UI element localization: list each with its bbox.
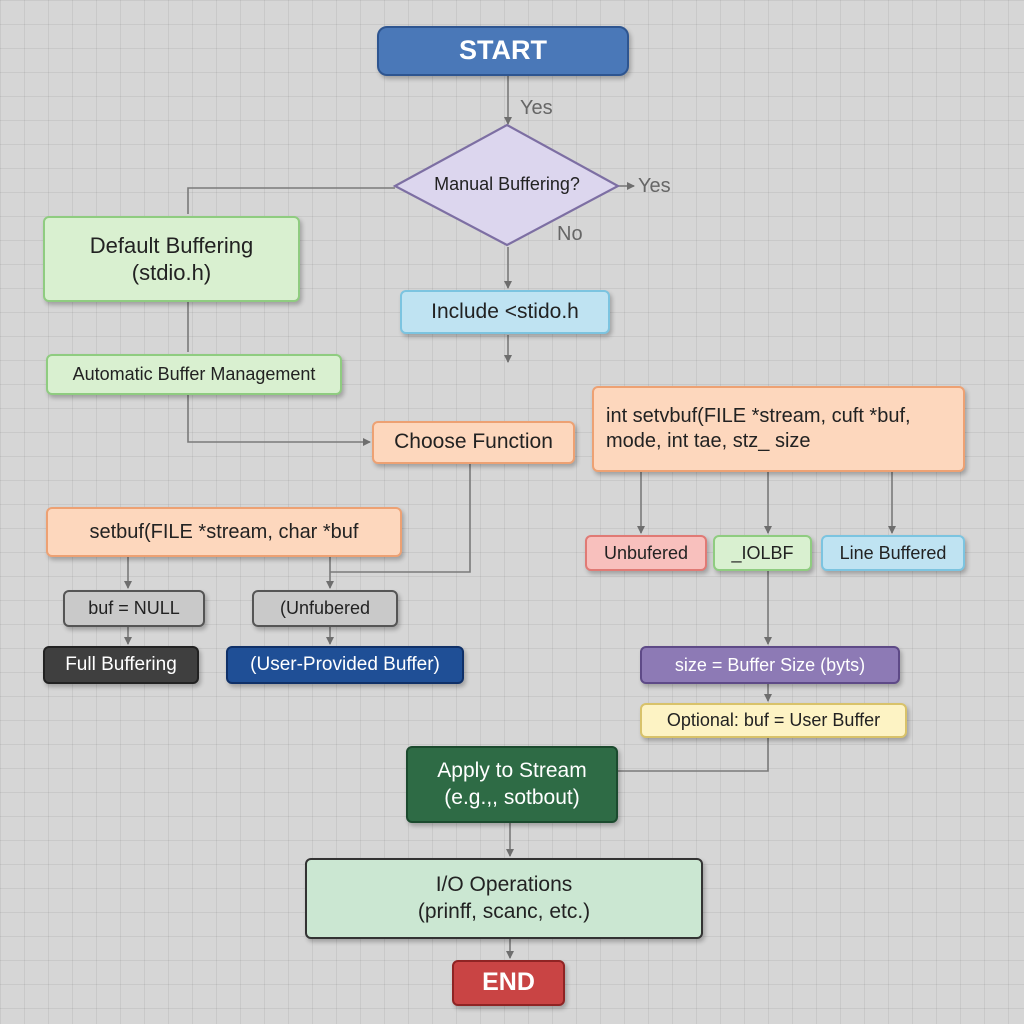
unbuffered-mode-label: Unbufered [603,542,689,563]
include-stdio-node: Include <stido.h [400,290,610,334]
choose-function-label: Choose Function [394,430,553,454]
io-operations-title: I/O Operations [435,873,573,897]
unbuffered-mode-node: Unbufered [585,535,707,571]
include-stdio-label: Include <stido.h [431,299,579,323]
user-provided-buffer-label: (User-Provided Buffer) [250,654,440,676]
size-buffer-label: size = Buffer Size (byts) [674,654,866,675]
decision-text: Manual Buffering? [434,174,580,194]
end-node: END [452,960,565,1006]
line-buffered-mode-label: Line Buffered [839,542,947,563]
io-operations-node: I/O Operations (prinff, scanc, etc.) [305,858,703,939]
end-label: END [482,968,535,997]
default-buffering-node: Default Buffering (stdio.h) [43,216,300,302]
auto-buffer-label: Automatic Buffer Management [72,364,316,385]
decision-diamond [392,123,621,247]
apply-stream-subtitle: (e.g.,, sotbout) [444,785,580,809]
default-buffering-subtitle: (stdio.h) [131,260,212,285]
yes-label-right: Yes [638,175,671,197]
no-label: No [557,223,583,245]
unfubered-label: (Unfubered [279,598,371,619]
unfubered-node: (Unfubered [252,590,398,627]
yes-label-top: Yes [520,97,553,119]
choose-function-node: Choose Function [372,421,575,464]
iolbf-mode-node: _IOLBF [713,535,812,571]
default-buffering-title: Default Buffering [89,232,254,258]
line-optional-to-apply [618,738,769,772]
full-buffering-label: Full Buffering [65,654,177,676]
buf-null-label: buf = NULL [88,598,180,619]
start-label: START [459,35,547,66]
size-buffer-node: size = Buffer Size (byts) [640,646,900,684]
setvbuf-line-1: int setvbuf(FILE *stream, cuft *buf, [606,405,911,427]
optional-buf-node: Optional: buf = User Buffer [640,703,907,738]
line-buffered-mode-node: Line Buffered [821,535,965,571]
user-provided-buffer-node: (User-Provided Buffer) [226,646,464,684]
auto-buffer-node: Automatic Buffer Management [46,354,342,395]
line-choose-to-branch [330,464,471,573]
setvbuf-line-2: mode, int tae, stz_ size [606,430,811,452]
apply-stream-title: Apply to Stream [437,759,587,783]
full-buffering-node: Full Buffering [43,646,199,684]
iolbf-mode-label: _IOLBF [731,542,794,563]
line-decision-to-default [187,187,395,214]
arrow-auto-to-choose [187,395,371,446]
buf-null-node: buf = NULL [63,590,205,627]
apply-stream-node: Apply to Stream (e.g.,, sotbout) [406,746,618,823]
start-node: START [377,26,629,76]
io-operations-subtitle: (prinff, scanc, etc.) [417,899,591,923]
setvbuf-node: int setvbuf(FILE *stream, cuft *buf, mod… [592,386,965,472]
optional-buf-label: Optional: buf = User Buffer [666,710,881,731]
setbuf-label: setbuf(FILE *stream, char *buf [89,520,359,543]
setbuf-node: setbuf(FILE *stream, char *buf [46,507,402,557]
